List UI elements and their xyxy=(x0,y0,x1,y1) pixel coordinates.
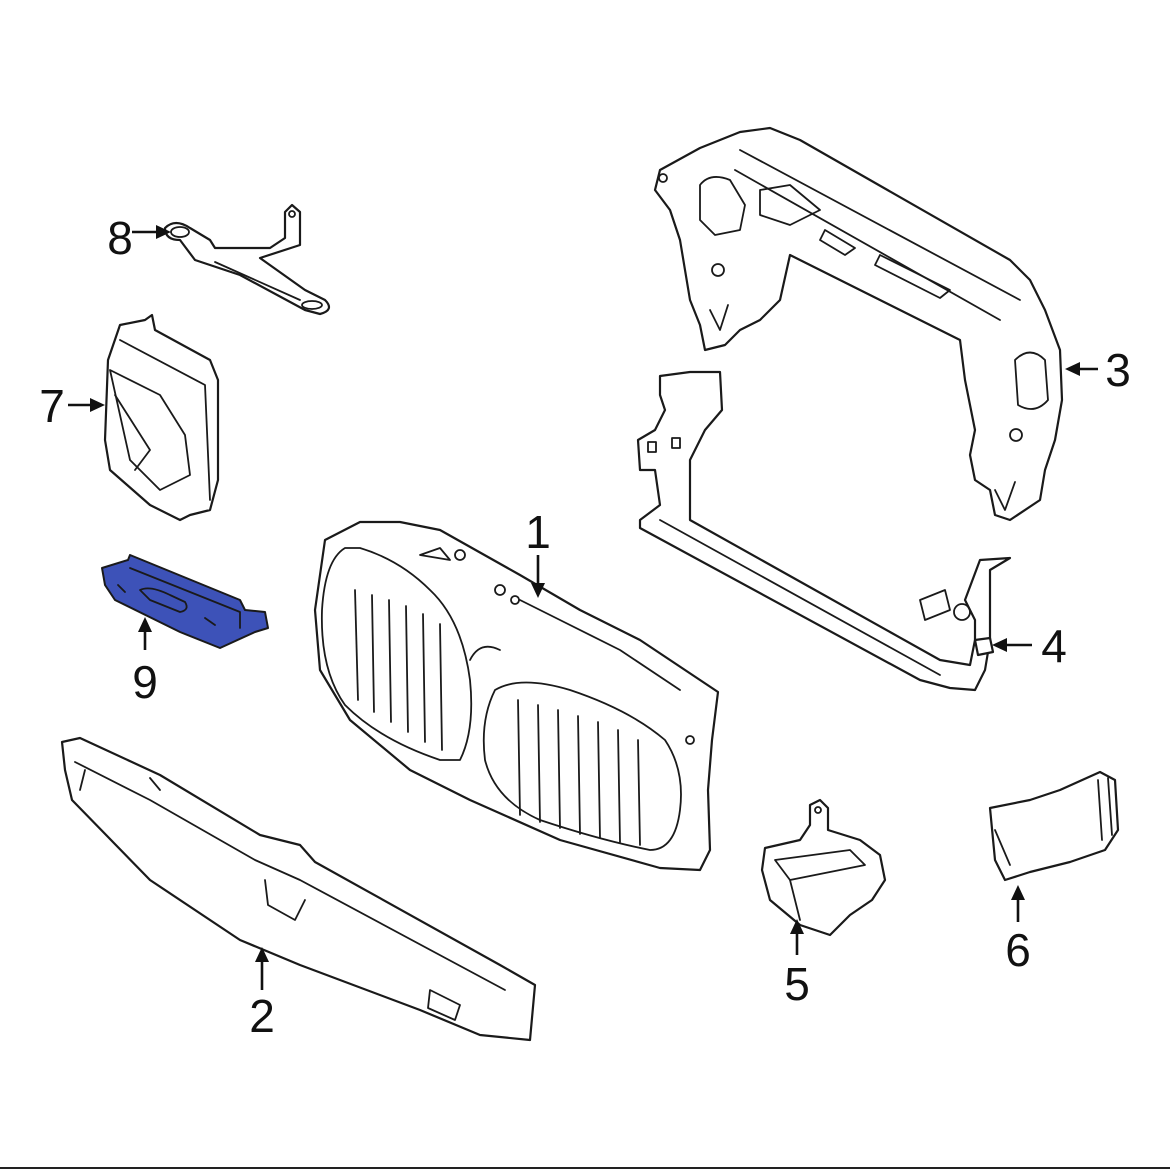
part-9-highlighted-bracket[interactable] xyxy=(101,554,269,649)
part-6-intake-duct[interactable] xyxy=(988,770,1120,882)
callout-3: 3 xyxy=(1105,344,1131,396)
callout-2: 2 xyxy=(249,990,275,1042)
callout-1: 1 xyxy=(525,506,551,558)
callout-8: 8 xyxy=(107,212,133,264)
part-7-air-guide[interactable] xyxy=(103,313,220,522)
callout-6: 6 xyxy=(1005,924,1031,976)
part-2-bumper-carrier[interactable] xyxy=(60,736,537,1042)
callout-arrows xyxy=(68,225,1098,990)
callout-4: 4 xyxy=(1041,620,1067,672)
part-4-radiator-support-lower[interactable] xyxy=(636,370,1012,692)
part-5-air-duct[interactable] xyxy=(760,798,887,937)
part-3-radiator-support-upper[interactable] xyxy=(653,126,1064,522)
part-1-kidney-grille[interactable] xyxy=(313,520,720,872)
callout-7: 7 xyxy=(39,380,65,432)
part-8-bracket[interactable] xyxy=(163,203,331,316)
callout-9: 9 xyxy=(132,656,158,708)
callout-5: 5 xyxy=(784,958,810,1010)
